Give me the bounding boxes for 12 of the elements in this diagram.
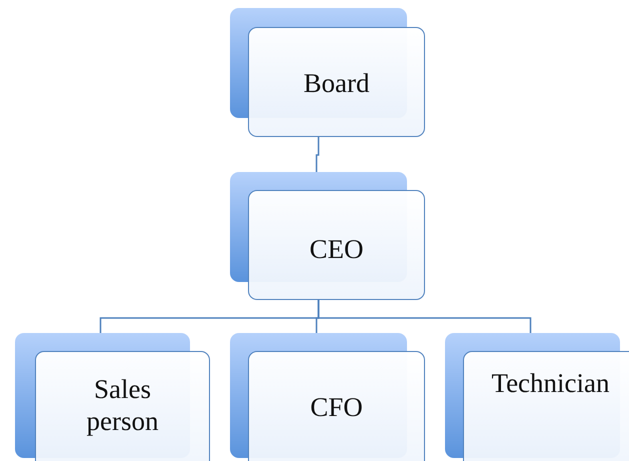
- role-label: CEO: [310, 234, 364, 266]
- role-label: Technician: [491, 368, 610, 400]
- connector-line: [318, 300, 532, 333]
- role-label: Board: [304, 68, 370, 100]
- connector-line: [316, 137, 320, 172]
- org-box: [248, 351, 425, 461]
- role-label: Sales person: [86, 374, 160, 438]
- role-label: CFO: [310, 392, 363, 424]
- org-box: [248, 190, 425, 300]
- org-box: [35, 351, 210, 461]
- org-box: [463, 351, 629, 461]
- org-box: [248, 27, 425, 137]
